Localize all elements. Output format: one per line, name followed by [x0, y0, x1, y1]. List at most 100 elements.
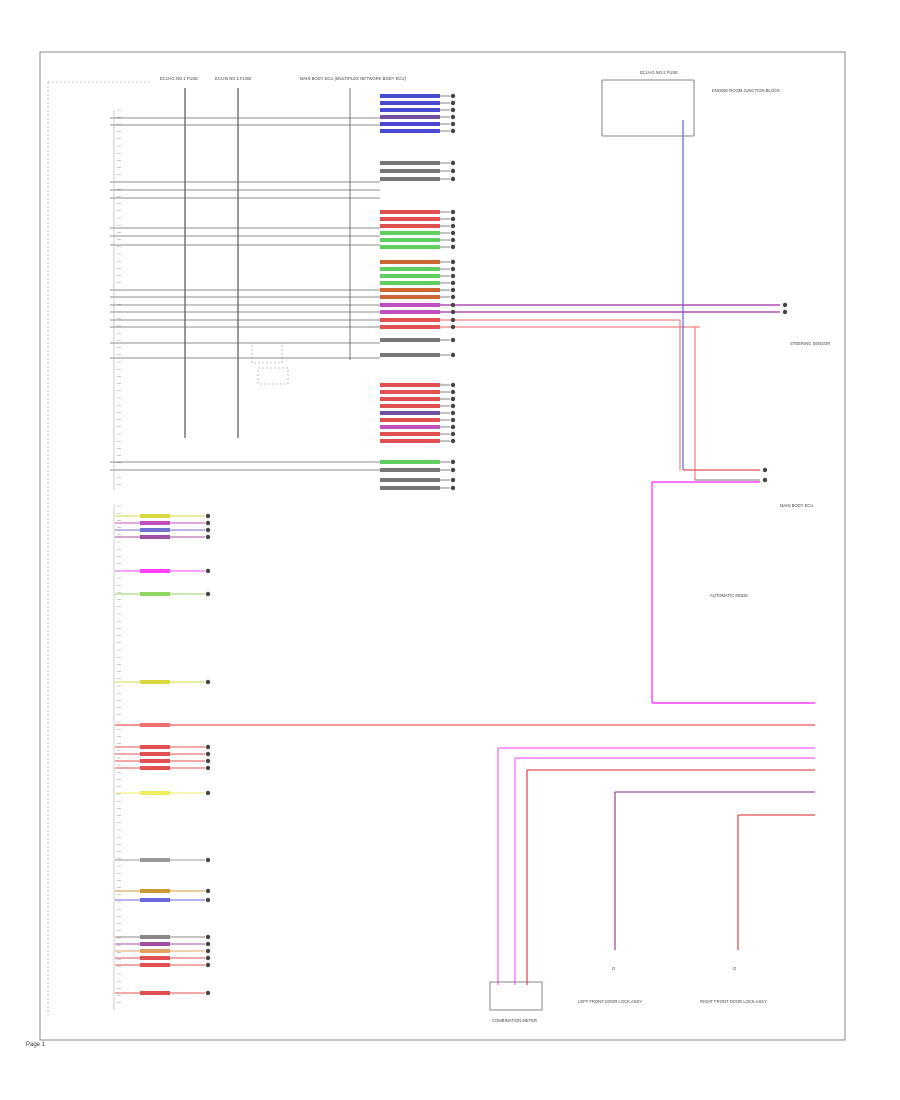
wire-segment-upper	[380, 468, 440, 472]
terminal-upper	[450, 107, 456, 113]
wire-segment-upper	[380, 460, 440, 464]
terminal-upper	[450, 160, 456, 166]
right-door-label: RIGHT FRONT DOOR LOCK ASSY	[700, 999, 767, 1004]
terminal-upper	[450, 223, 456, 229]
terminal-upper	[450, 230, 456, 236]
terminal-lower	[205, 948, 211, 954]
boxes-group	[251, 342, 289, 385]
relay-box	[251, 342, 283, 364]
terminal-upper	[450, 168, 456, 174]
terminal-upper	[450, 209, 456, 215]
terminal-upper	[450, 324, 456, 330]
wire-segment-upper	[380, 169, 440, 173]
wire-tag-lower	[140, 528, 170, 532]
wire-segment-upper	[380, 353, 440, 357]
terminal-upper	[450, 417, 456, 423]
terminal-upper	[450, 114, 456, 120]
terminal-lower	[205, 568, 211, 574]
left-door-label: LEFT FRONT DOOR LOCK ASSY	[578, 999, 642, 1004]
wire-tag-red	[140, 723, 170, 727]
engine-room-label: ENGINE ROOM JUNCTION BLOCK	[712, 88, 780, 93]
wire-segment-upper	[380, 231, 440, 235]
terminal-upper	[450, 431, 456, 437]
wire-tag-lower	[140, 956, 170, 960]
wire-tag-lower	[140, 889, 170, 893]
wire-segment-upper	[380, 177, 440, 181]
terminal-upper	[450, 424, 456, 430]
wire-segment-upper	[380, 295, 440, 299]
wire-tag-lower	[140, 535, 170, 539]
terminal-lower	[205, 934, 211, 940]
wire-tag-lower	[140, 745, 170, 749]
wire-segment-upper	[380, 129, 440, 133]
wire-tag-lower	[140, 858, 170, 862]
terminal-upper	[450, 352, 456, 358]
wire-segment-upper	[380, 94, 440, 98]
wire-segment-upper	[380, 432, 440, 436]
engine-room-box	[601, 79, 695, 137]
fuse-label-1: ECU-IG NO.1 FUSE	[160, 76, 198, 81]
wire-segment-upper	[380, 108, 440, 112]
terminal-lower	[205, 591, 211, 597]
wire-segment-upper	[380, 260, 440, 264]
wire-segment-upper	[380, 478, 440, 482]
terminal-upper	[450, 337, 456, 343]
wire-segment-upper	[380, 267, 440, 271]
ground-b: G	[733, 966, 736, 971]
terminal-upper	[450, 176, 456, 182]
wire-segment-upper	[380, 397, 440, 401]
wire-segment-upper	[380, 425, 440, 429]
steering-sensor-label: STEERING SENSOR	[790, 341, 830, 346]
terminal-upper	[450, 477, 456, 483]
wire-segment-upper	[380, 411, 440, 415]
terminal-upper	[450, 403, 456, 409]
wire-segment-upper	[380, 238, 440, 242]
terminal-right	[782, 302, 788, 308]
page-number: Page 1	[26, 1042, 46, 1048]
wire-segment-upper	[380, 486, 440, 490]
terminal-upper	[450, 382, 456, 388]
wire-tag-lower	[140, 766, 170, 770]
terminal-lower	[205, 751, 211, 757]
terminal-lower	[205, 990, 211, 996]
terminal-upper	[450, 121, 456, 127]
terminal-upper	[450, 309, 456, 315]
wire-tag-lower	[140, 592, 170, 596]
terminal-upper	[450, 302, 456, 308]
fuse-right-label: ECU-IG NO.2 FUSE	[640, 70, 678, 75]
wire-tag-lower	[140, 963, 170, 967]
terminal-lower	[205, 941, 211, 947]
terminal-upper	[450, 396, 456, 402]
automatic-mode-label: AUTOMATIC MODE	[710, 593, 748, 598]
terminal-upper	[450, 266, 456, 272]
terminal-upper	[450, 438, 456, 444]
terminal-upper	[450, 93, 456, 99]
wire-segment-upper	[380, 318, 440, 322]
wire-segment-upper	[380, 325, 440, 329]
wire-tag-lower	[140, 759, 170, 763]
terminal-upper	[450, 467, 456, 473]
terminal-lower	[205, 955, 211, 961]
wire-segment-upper	[380, 224, 440, 228]
wires-group	[110, 95, 815, 1010]
wire-segment-upper	[380, 161, 440, 165]
terminal-lower	[205, 888, 211, 894]
wire-tag-lower	[140, 521, 170, 525]
terminal-upper	[450, 410, 456, 416]
wire-segment-upper	[380, 439, 440, 443]
terminal-upper	[450, 100, 456, 106]
ground-a: G	[612, 966, 615, 971]
wire-segment-upper	[380, 303, 440, 307]
terminal-upper	[450, 485, 456, 491]
wire-segment-upper	[380, 274, 440, 278]
wire-segment-upper	[380, 122, 440, 126]
terminal-lower	[205, 520, 211, 526]
combination-meter-label: COMBINATION METER	[492, 1018, 537, 1023]
terminal-lower	[205, 962, 211, 968]
terminal-lower	[205, 513, 211, 519]
wire-segment-upper	[380, 390, 440, 394]
terminal-lower	[205, 679, 211, 685]
wire-segment-upper	[380, 404, 440, 408]
wire-tag-lower	[140, 898, 170, 902]
terminal-upper	[450, 237, 456, 243]
